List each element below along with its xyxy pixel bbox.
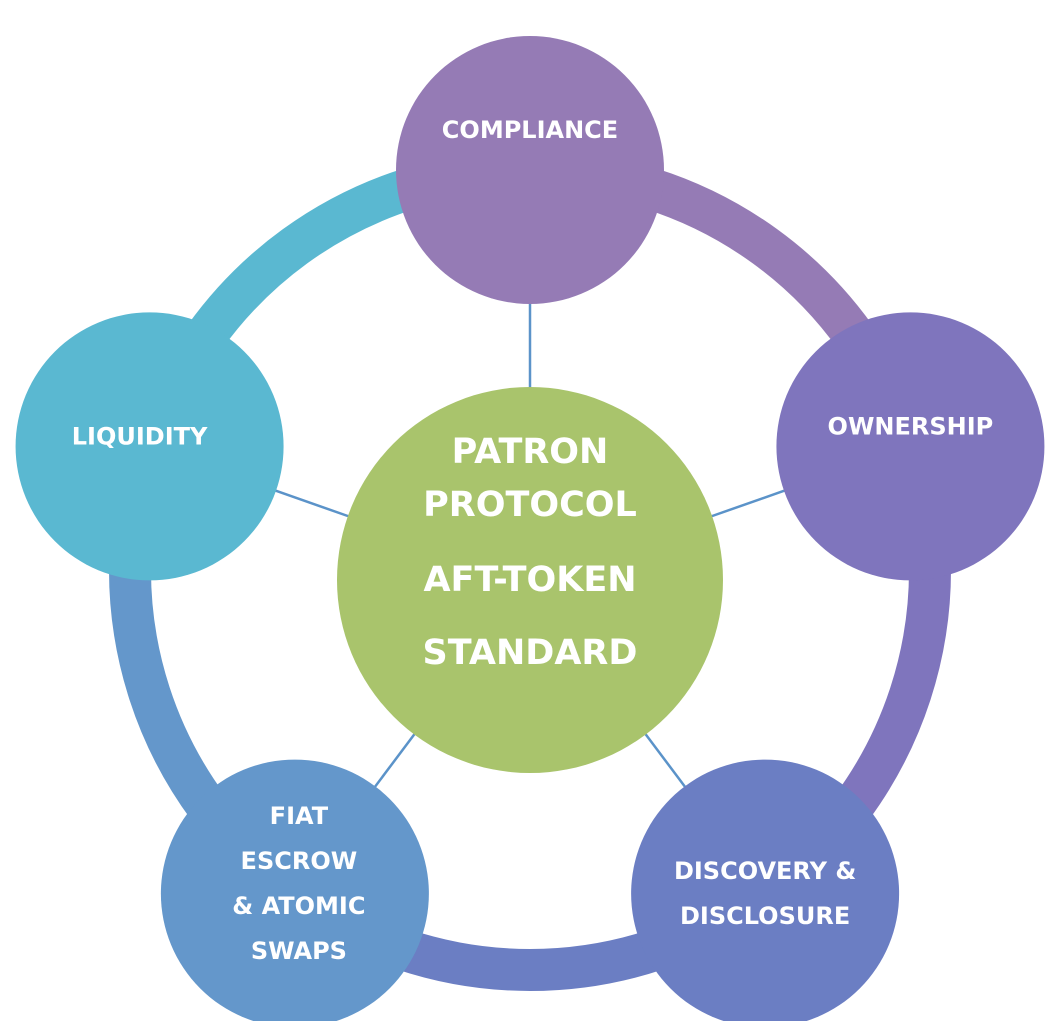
- center-node-label: STANDARD: [423, 633, 638, 673]
- center-layer: PATRON PROTOCOL AFT-TOKEN STANDARD: [337, 387, 723, 773]
- connector-discovery: [642, 730, 689, 791]
- node-fiat-label: FIAT: [270, 802, 329, 830]
- connector-layer: [271, 300, 789, 791]
- node-fiat-label: & ATOMIC: [232, 892, 365, 920]
- center-node-label: PROTOCOL: [423, 485, 637, 525]
- node-discovery-circle: [631, 759, 900, 1021]
- node-discovery-label: DISCOVERY &: [674, 857, 856, 885]
- node-discovery: DISCOVERY & DISCLOSURE: [631, 759, 900, 1021]
- node-ownership-circle: [776, 312, 1045, 581]
- node-liquidity-circle: [15, 312, 284, 581]
- node-discovery-label: DISCLOSURE: [680, 902, 850, 930]
- connector-ownership: [707, 488, 789, 519]
- node-compliance: COMPLIANCE: [396, 36, 664, 304]
- node-liquidity: LIQUIDITY: [15, 312, 284, 581]
- node-fiat-circle: [160, 759, 429, 1021]
- node-fiat: FIAT ESCROW & ATOMIC SWAPS: [160, 759, 429, 1021]
- node-compliance-circle: [396, 36, 664, 304]
- center-node-label: PATRON: [452, 432, 609, 472]
- node-fiat-label: ESCROW: [241, 847, 358, 875]
- connector-fiat: [371, 730, 418, 791]
- center-node-label: AFT-TOKEN: [423, 560, 636, 600]
- connector-liquidity: [271, 488, 353, 519]
- node-ownership: OWNERSHIP: [776, 312, 1045, 581]
- node-compliance-label: COMPLIANCE: [442, 116, 618, 144]
- node-liquidity-label: LIQUIDITY: [72, 422, 208, 450]
- center-node: PATRON PROTOCOL AFT-TOKEN STANDARD: [337, 387, 723, 773]
- node-ownership-label: OWNERSHIP: [828, 412, 994, 440]
- node-layer: COMPLIANCE OWNERSHIP DISCOVERY & DISCLOSURE…: [15, 36, 1045, 1021]
- center-node-circle: [337, 387, 723, 773]
- node-fiat-label: SWAPS: [251, 937, 347, 965]
